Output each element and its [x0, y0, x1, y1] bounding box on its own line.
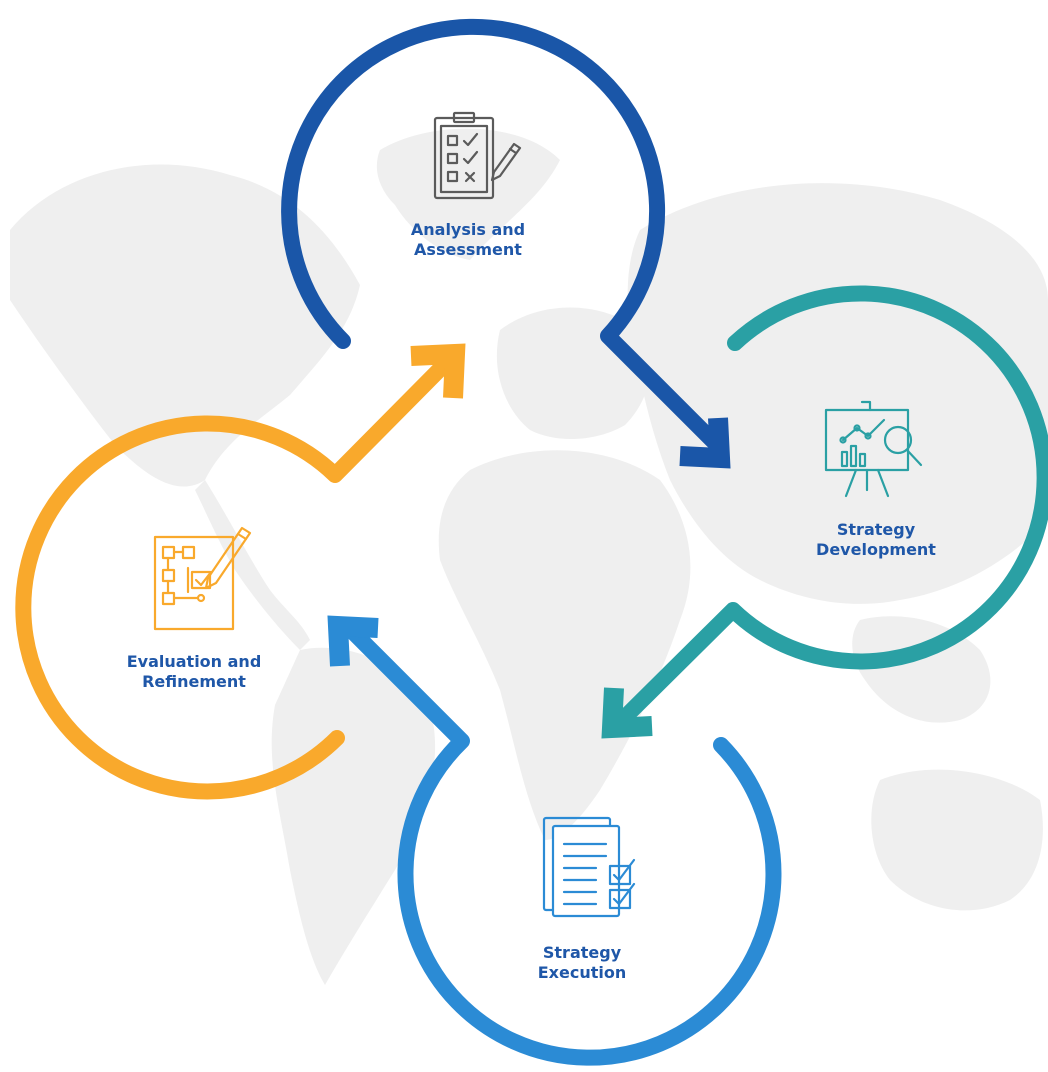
strategy-execution-arc-group	[327, 615, 782, 1066]
label-strategy-execution: Strategy Execution	[472, 943, 692, 983]
presentation-board-analytics-icon	[824, 400, 923, 498]
analysis-arrowhead	[679, 417, 731, 469]
evaluation-arc	[15, 352, 457, 800]
map-north-america	[10, 164, 360, 487]
evaluation-arrowhead	[410, 343, 466, 399]
flowchart-pencil-icon	[153, 526, 252, 631]
label-strategy-execution-line1: Strategy	[542, 943, 622, 962]
analysis-arc-group	[281, 18, 731, 469]
evaluation-arc-group	[15, 343, 466, 800]
map-africa	[438, 450, 691, 840]
documents-checklist-icon	[542, 816, 636, 918]
label-strategy-development-line2: Development	[816, 540, 936, 559]
map-central-america	[195, 480, 310, 650]
strategy-execution-arc	[344, 623, 782, 1066]
map-europe	[496, 307, 651, 440]
label-analysis-line1: Analysis and	[410, 220, 526, 239]
label-analysis-line2: Assessment	[414, 240, 522, 259]
label-strategy-execution-line2: Execution	[537, 963, 627, 982]
map-australia	[871, 769, 1043, 911]
map-greenland	[376, 128, 560, 260]
label-analysis-assessment: Analysis and Assessment	[358, 220, 578, 260]
map-south-america	[271, 647, 436, 985]
label-evaluation-line2: Refinement	[142, 672, 246, 691]
label-evaluation-refinement: Evaluation and Refinement	[84, 652, 304, 692]
strategy-development-arrowhead	[601, 687, 653, 739]
label-strategy-development: Strategy Development	[766, 520, 986, 560]
label-evaluation-line1: Evaluation and	[126, 652, 262, 671]
strategy-development-arc-group	[601, 285, 1048, 739]
analysis-arc	[281, 18, 721, 449]
map-asia	[627, 183, 1048, 604]
clipboard-checklist-icon	[433, 111, 522, 200]
strategy-development-arc	[612, 285, 1048, 730]
strategy-execution-arrowhead	[327, 615, 379, 667]
world-map-background	[10, 128, 1048, 985]
label-strategy-development-line1: Strategy	[836, 520, 916, 539]
